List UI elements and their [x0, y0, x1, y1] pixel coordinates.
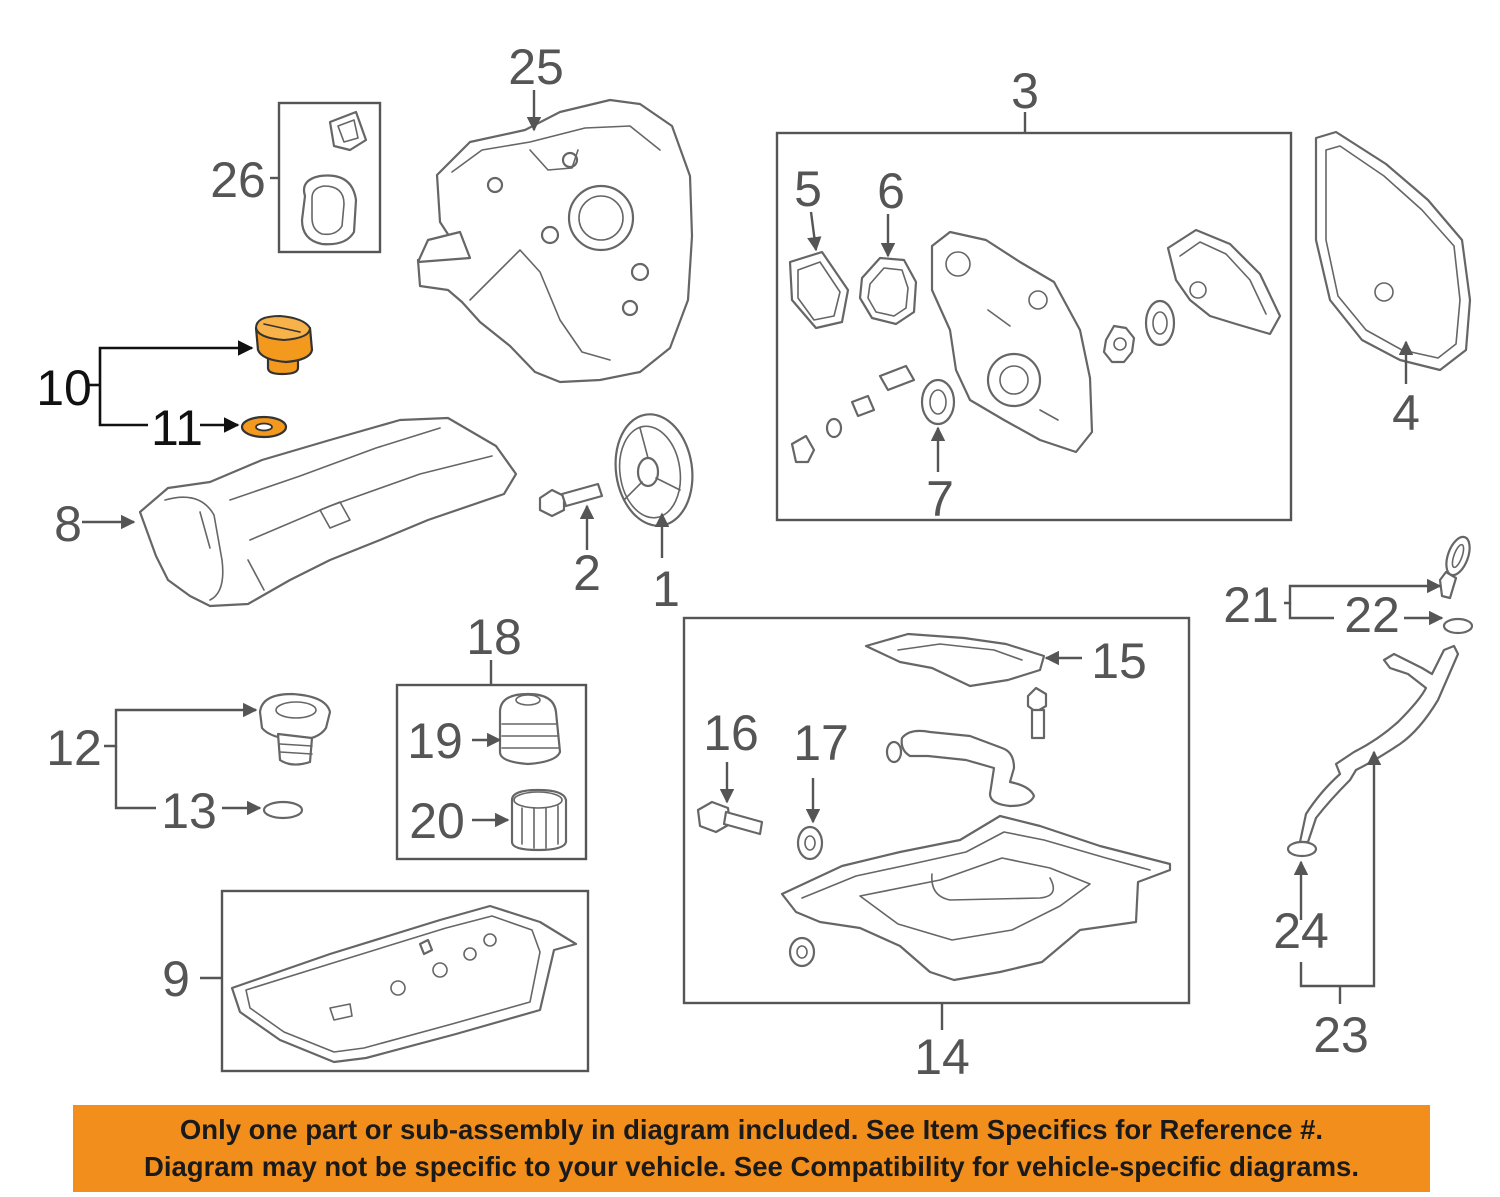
o-ring-part-22 — [1442, 617, 1474, 635]
callout-1: 1 — [652, 561, 680, 617]
callout-26: 26 — [210, 152, 266, 208]
callout-24: 24 — [1273, 903, 1329, 959]
callout-6: 6 — [877, 163, 905, 219]
group-box-9 — [220, 889, 590, 1073]
intake-manifold-part-25 — [416, 98, 694, 384]
seal-part-7 — [920, 378, 956, 426]
callout-15: 15 — [1091, 633, 1147, 689]
o-ring-part-24 — [1286, 840, 1318, 858]
callout-14: 14 — [914, 1029, 970, 1085]
callout-7: 7 — [926, 471, 954, 527]
callout-25: 25 — [508, 39, 564, 95]
disclaimer-banner: Only one part or sub-assembly in diagram… — [73, 1105, 1430, 1192]
disclaimer-line-1: Only one part or sub-assembly in diagram… — [179, 1114, 1324, 1145]
callout-10: 10 — [36, 360, 92, 416]
group-box-14 — [682, 616, 1191, 1005]
disclaimer-line-2: Diagram may not be specific to your vehi… — [144, 1151, 1359, 1182]
callout-labels: 1 2 3 4 5 6 7 8 9 10 11 12 13 14 15 16 1… — [36, 39, 1420, 1085]
gasket-seal-part-26 — [300, 110, 368, 246]
callout-5: 5 — [794, 161, 822, 217]
callout-12: 12 — [46, 720, 102, 776]
dipstick-part-21 — [1438, 535, 1471, 600]
washer-part-17 — [796, 825, 824, 861]
callout-21: 21 — [1223, 577, 1279, 633]
o-ring-part-13 — [262, 800, 304, 820]
callout-22: 22 — [1344, 587, 1400, 643]
gasket-part-5 — [788, 250, 850, 330]
cover-gasket-part-4 — [1314, 130, 1472, 372]
callout-18: 18 — [466, 609, 522, 665]
timing-cover-assembly-part-3 — [788, 228, 1282, 464]
callout-11: 11 — [151, 400, 203, 456]
callout-23: 23 — [1313, 1007, 1369, 1063]
callout-17: 17 — [793, 715, 849, 771]
dipstick-tube-part-23 — [1286, 644, 1460, 858]
oil-filler-cap-part-10 — [254, 314, 314, 376]
oil-filler-seal-part-11 — [240, 415, 288, 439]
oil-filter-cap-part-19 — [498, 692, 562, 766]
callout-19: 19 — [407, 713, 463, 769]
callout-20: 20 — [409, 793, 465, 849]
crankshaft-pulley-part-1 — [614, 413, 694, 527]
callout-4: 4 — [1392, 385, 1420, 441]
oil-filler-part-12 — [258, 692, 332, 766]
oil-pan-gasket-part-9 — [230, 904, 578, 1064]
callout-16: 16 — [703, 705, 759, 761]
oil-filter-element-part-20 — [510, 788, 568, 852]
group-box-3 — [775, 131, 1293, 522]
leader-lines — [82, 90, 1444, 1030]
callout-2: 2 — [573, 545, 601, 601]
callout-13: 13 — [161, 783, 217, 839]
valve-cover-part-8 — [138, 416, 518, 608]
callout-3: 3 — [1011, 63, 1039, 119]
oil-pan-part-14 — [696, 632, 1172, 982]
callout-8: 8 — [54, 496, 82, 552]
bolt-part-2 — [538, 482, 604, 518]
callout-9: 9 — [162, 951, 190, 1007]
